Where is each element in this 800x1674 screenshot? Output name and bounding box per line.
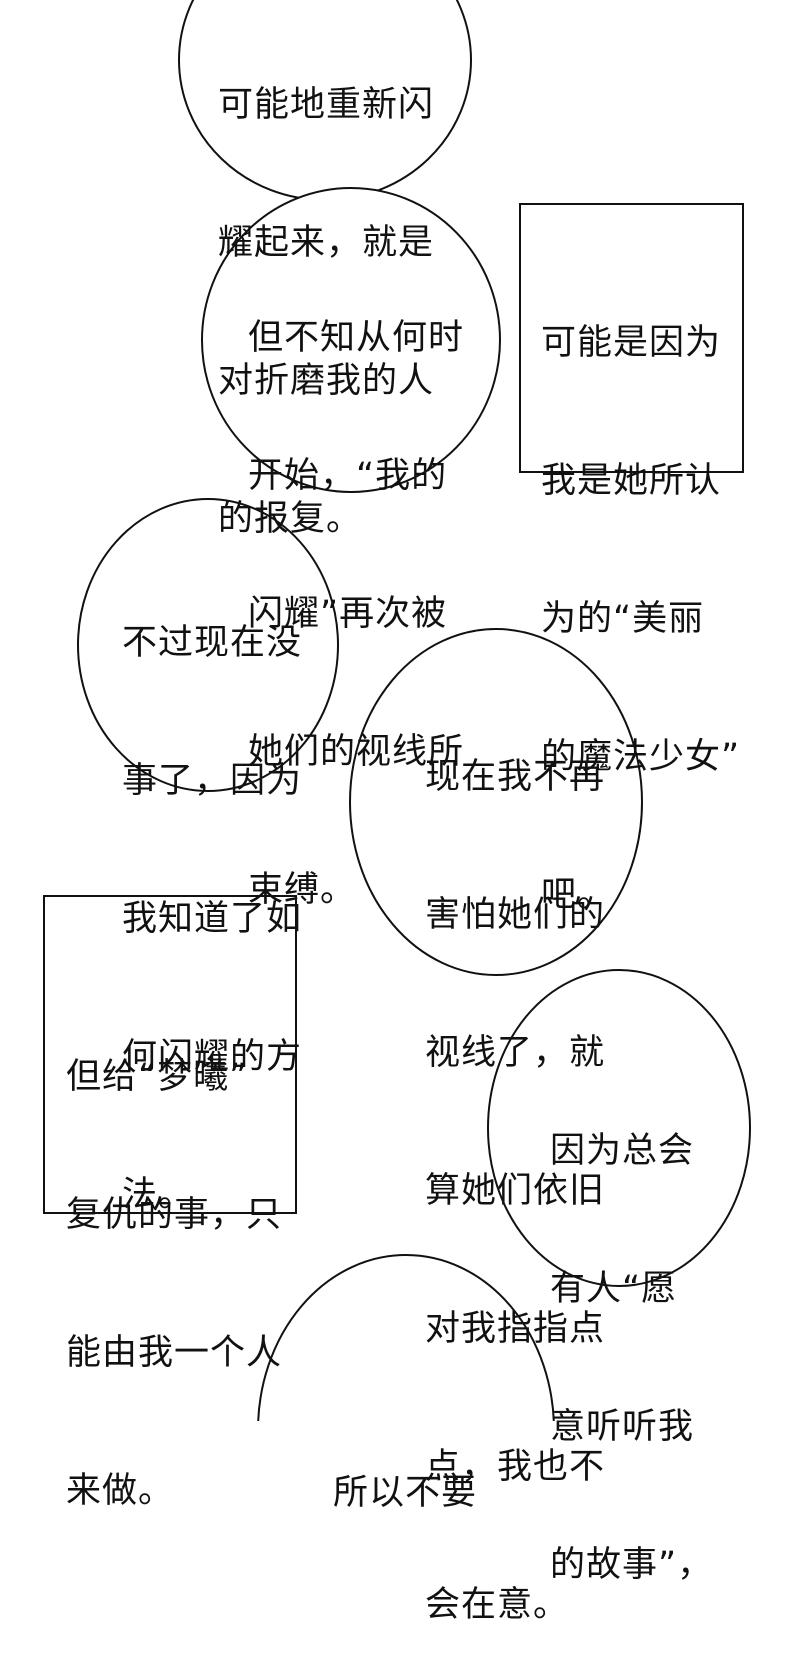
text-line: 吧。 <box>541 875 614 915</box>
text-line: 可能是因为 <box>541 323 722 363</box>
speech-bubble-4 <box>349 628 643 976</box>
bubble-6-text: 所以不要 <box>333 1378 477 1562</box>
text-line: 闪耀”再次被 <box>248 594 448 634</box>
text-line: 的魔法少女” <box>541 737 741 777</box>
bubble-3-text: 不过现在没 事了，因为 我知道了如 何闪耀的方 法。 <box>122 528 302 1264</box>
text-line: 束缚。 <box>248 870 357 910</box>
text-line: 不过现在没 <box>122 623 303 663</box>
text-line: 算她们依旧 <box>425 1171 606 1211</box>
text-line: 法。 <box>122 1175 195 1215</box>
speech-bubble-6 <box>257 1254 555 1421</box>
text-line: 复仇的事，只 <box>66 1195 283 1235</box>
bubble-1-text: 可能地重新闪 耀起来，就是 对折磨我的人 的报复。 <box>218 0 434 588</box>
text-line: 耀起来，就是 <box>218 223 435 263</box>
speech-bubble-2 <box>201 187 501 493</box>
speech-bubble-3 <box>77 498 339 792</box>
text-line: 来做。 <box>66 1471 175 1511</box>
text-line: 的报复。 <box>218 499 363 539</box>
text-line: 但给“梦曦” <box>66 1057 249 1097</box>
caption-box-1 <box>519 203 744 473</box>
text-line: 我知道了如 <box>122 899 303 939</box>
text-line: 对我指指点 <box>425 1309 606 1349</box>
text-line: 所以不要 <box>333 1473 478 1513</box>
bubble-5-text: 因为总会 有人“愿 意听听我 的故事”， <box>550 1036 713 1634</box>
text-line: 能由我一个人 <box>66 1333 283 1373</box>
text-line: 有人“愿 <box>550 1269 678 1309</box>
text-line: 事了，因为 <box>122 761 303 801</box>
text-line: 现在我不再 <box>425 757 606 797</box>
text-line: 害怕她们的 <box>425 895 606 935</box>
text-line: 开始，“我的 <box>248 456 448 496</box>
bubble-2-text: 但不知从何时 开始，“我的 闪耀”再次被 她们的视线所 束缚。 <box>248 223 464 959</box>
panel-shapes <box>43 0 751 1421</box>
text-line: 何闪耀的方 <box>122 1037 303 1077</box>
text-line: 可能地重新闪 <box>218 85 435 125</box>
text-line: 意听听我 <box>550 1407 695 1447</box>
text-line: 的故事”， <box>550 1545 714 1585</box>
text-line: 但不知从何时 <box>248 318 465 358</box>
caption-box-2 <box>43 895 297 1214</box>
speech-bubble-5 <box>487 969 751 1287</box>
text-line: 视线了，就 <box>425 1033 606 1073</box>
text-line: 她们的视线所 <box>248 732 465 772</box>
text-line: 因为总会 <box>550 1131 695 1171</box>
caption-2-text: 但给“梦曦” 复仇的事，只 能由我一个人 来做。 <box>66 962 282 1560</box>
caption-1-text: 可能是因为 我是她所认 为的“美丽 的魔法少女” 吧。 <box>541 228 740 964</box>
text-line: 为的“美丽 <box>541 599 705 639</box>
text-line: 对折磨我的人 <box>218 361 435 401</box>
text-line: 我是她所认 <box>541 461 722 501</box>
